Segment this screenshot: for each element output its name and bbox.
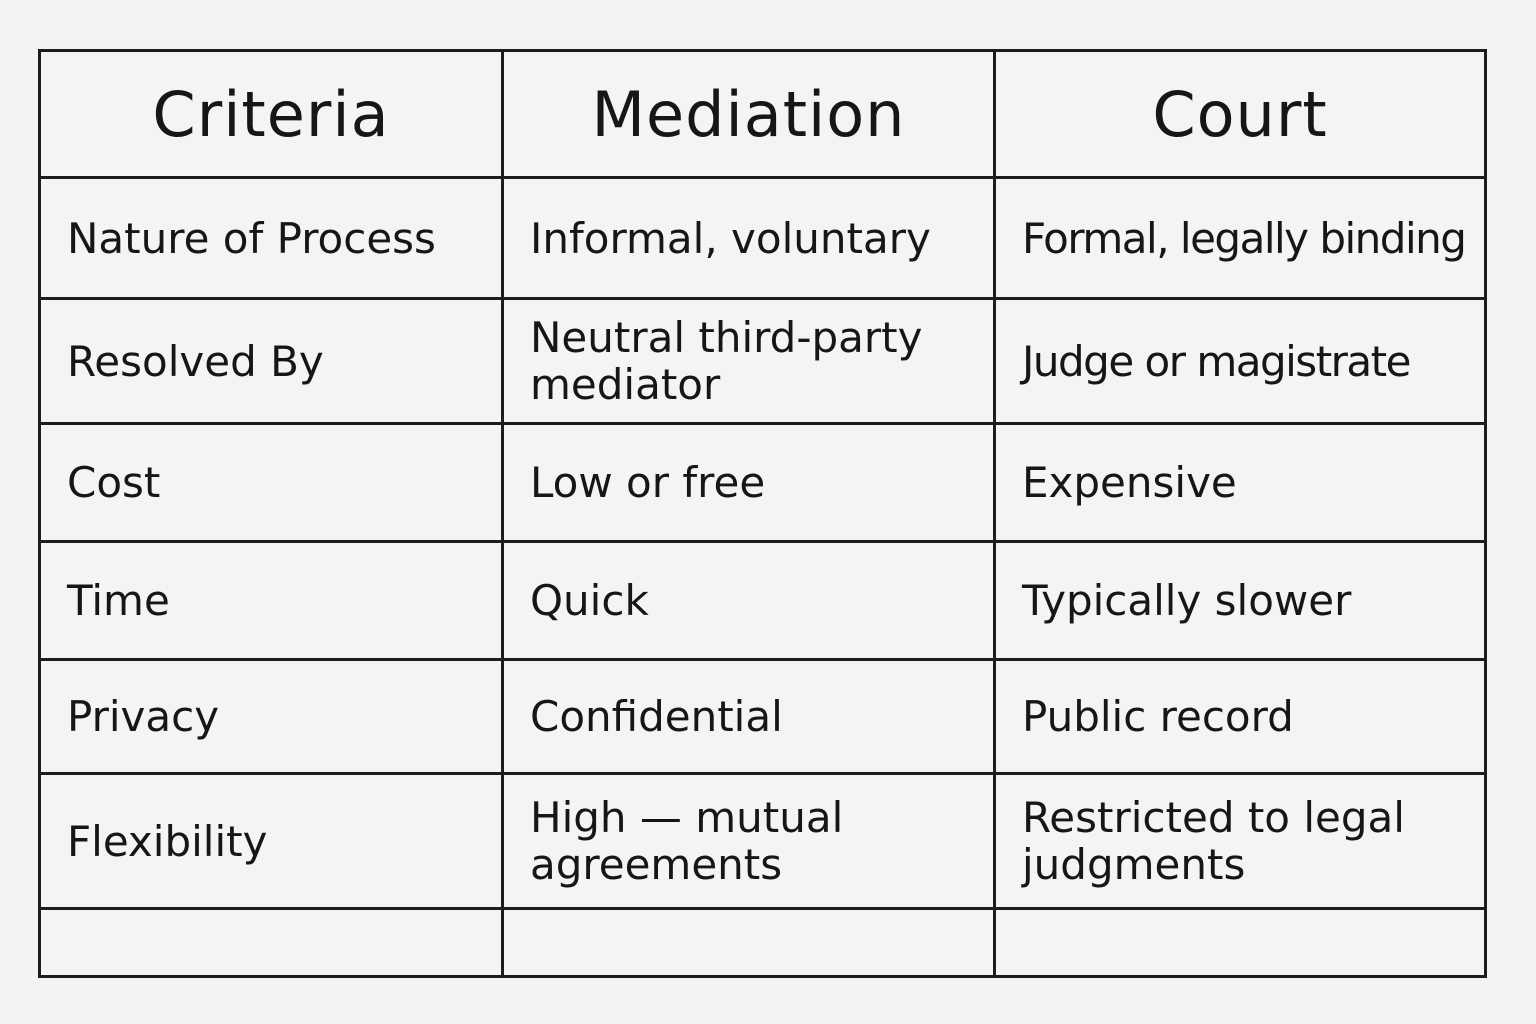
empty-row <box>38 907 1487 978</box>
table-row: Resolved By Neutral third-party mediator… <box>38 297 1487 425</box>
mediation-cell: Neutral third-party mediator <box>501 297 996 425</box>
empty-cell <box>501 907 996 978</box>
court-cell: Formal, legally binding <box>993 176 1487 300</box>
table-row: Privacy Confidential Public record <box>38 658 1487 775</box>
court-cell: Public record <box>993 658 1487 775</box>
court-cell: Judge or magistrate <box>993 297 1487 425</box>
criteria-cell: Nature of Process <box>38 176 504 300</box>
mediation-cell: Quick <box>501 540 996 661</box>
mediation-cell: Informal, voluntary <box>501 176 996 300</box>
header-mediation: Mediation <box>501 49 996 179</box>
criteria-cell: Cost <box>38 422 504 543</box>
header-criteria: Criteria <box>38 49 504 179</box>
mediation-cell: Low or free <box>501 422 996 543</box>
court-cell: Typically slower <box>993 540 1487 661</box>
table-row: Flexibility High — mutual agreements Res… <box>38 772 1487 910</box>
table-row: Time Quick Typically slower <box>38 540 1487 661</box>
criteria-cell: Privacy <box>38 658 504 775</box>
court-cell: Expensive <box>993 422 1487 543</box>
table-row: Nature of Process Informal, voluntary Fo… <box>38 176 1487 300</box>
table-row: Cost Low or free Expensive <box>38 422 1487 543</box>
criteria-cell: Resolved By <box>38 297 504 425</box>
empty-cell <box>993 907 1487 978</box>
header-court: Court <box>993 49 1487 179</box>
criteria-cell: Flexibility <box>38 772 504 910</box>
criteria-cell: Time <box>38 540 504 661</box>
empty-cell <box>38 907 504 978</box>
mediation-cell: High — mutual agreements <box>501 772 996 910</box>
mediation-cell: Confidential <box>501 658 996 775</box>
comparison-table: Criteria Mediation Court Nature of Proce… <box>38 49 1487 978</box>
court-cell: Restricted to legal judgments <box>993 772 1487 910</box>
header-row: Criteria Mediation Court <box>38 49 1487 179</box>
